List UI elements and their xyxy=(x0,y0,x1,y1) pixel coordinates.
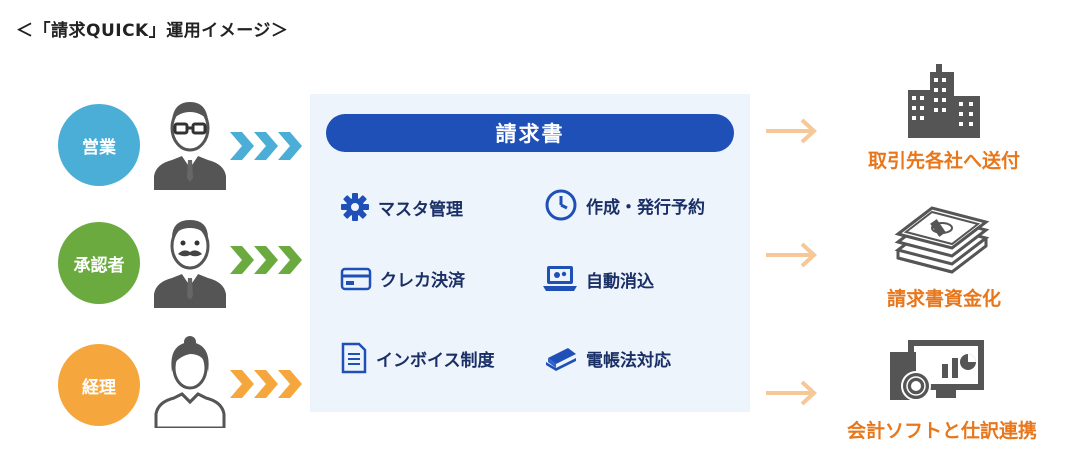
role-label: 営業 xyxy=(82,137,116,158)
feature-label: 自動消込 xyxy=(586,271,654,292)
feature-label: 作成・発行予約 xyxy=(586,197,705,218)
feature-label: インボイス制度 xyxy=(376,350,495,371)
gear-icon xyxy=(341,193,369,221)
clock-icon xyxy=(545,189,577,221)
chevron-arrows-icon xyxy=(230,370,302,398)
right-arrow-icon xyxy=(766,118,817,144)
building-icon xyxy=(908,64,980,138)
feature-invoice-system: インボイス制度 xyxy=(340,342,495,374)
role-label: 経理 xyxy=(82,377,116,398)
laptop-gear-icon xyxy=(543,266,577,291)
books-icon xyxy=(546,348,576,371)
feature-create-schedule: 作成・発行予約 xyxy=(544,188,705,222)
chevron-arrows-icon xyxy=(230,132,302,160)
role-circle-sales: 営業 xyxy=(58,104,140,186)
document-icon xyxy=(341,342,367,374)
output-label-send: 取引先各社へ送付 xyxy=(867,150,1020,172)
credit-card-icon xyxy=(340,267,372,290)
right-arrow-icon xyxy=(766,242,817,268)
role-circle-accounting: 経理 xyxy=(58,344,140,426)
invoice-heading-label: 請求書 xyxy=(495,122,565,146)
feature-e-book-law: 電帳法対応 xyxy=(544,344,671,372)
output-label-accounting-link: 会計ソフトと仕訳連携 xyxy=(846,420,1037,442)
feature-auto-reconcile: 自動消込 xyxy=(542,264,654,294)
role-circle-approver: 承認者 xyxy=(58,222,140,304)
feature-label: マスタ管理 xyxy=(378,199,463,220)
feature-credit-card: クレカ決済 xyxy=(340,266,465,291)
feature-master-management: マスタ管理 xyxy=(340,192,463,222)
role-label: 承認者 xyxy=(73,255,125,276)
person-with-mustache-icon xyxy=(154,220,226,308)
right-arrow-icon xyxy=(766,380,817,406)
woman-person-icon xyxy=(154,336,226,428)
invoice-heading: 請求書 xyxy=(326,114,734,152)
person-with-glasses-icon xyxy=(154,102,226,190)
money-stack-icon xyxy=(894,206,990,274)
computer-software-icon xyxy=(890,340,984,401)
chevron-arrows-icon xyxy=(230,246,302,274)
feature-label: 電帳法対応 xyxy=(586,350,671,371)
output-label-funding: 請求書資金化 xyxy=(886,288,1001,310)
page-title: ＜「請求QUICK」運用イメージ＞ xyxy=(16,21,289,41)
feature-label: クレカ決済 xyxy=(380,271,465,291)
